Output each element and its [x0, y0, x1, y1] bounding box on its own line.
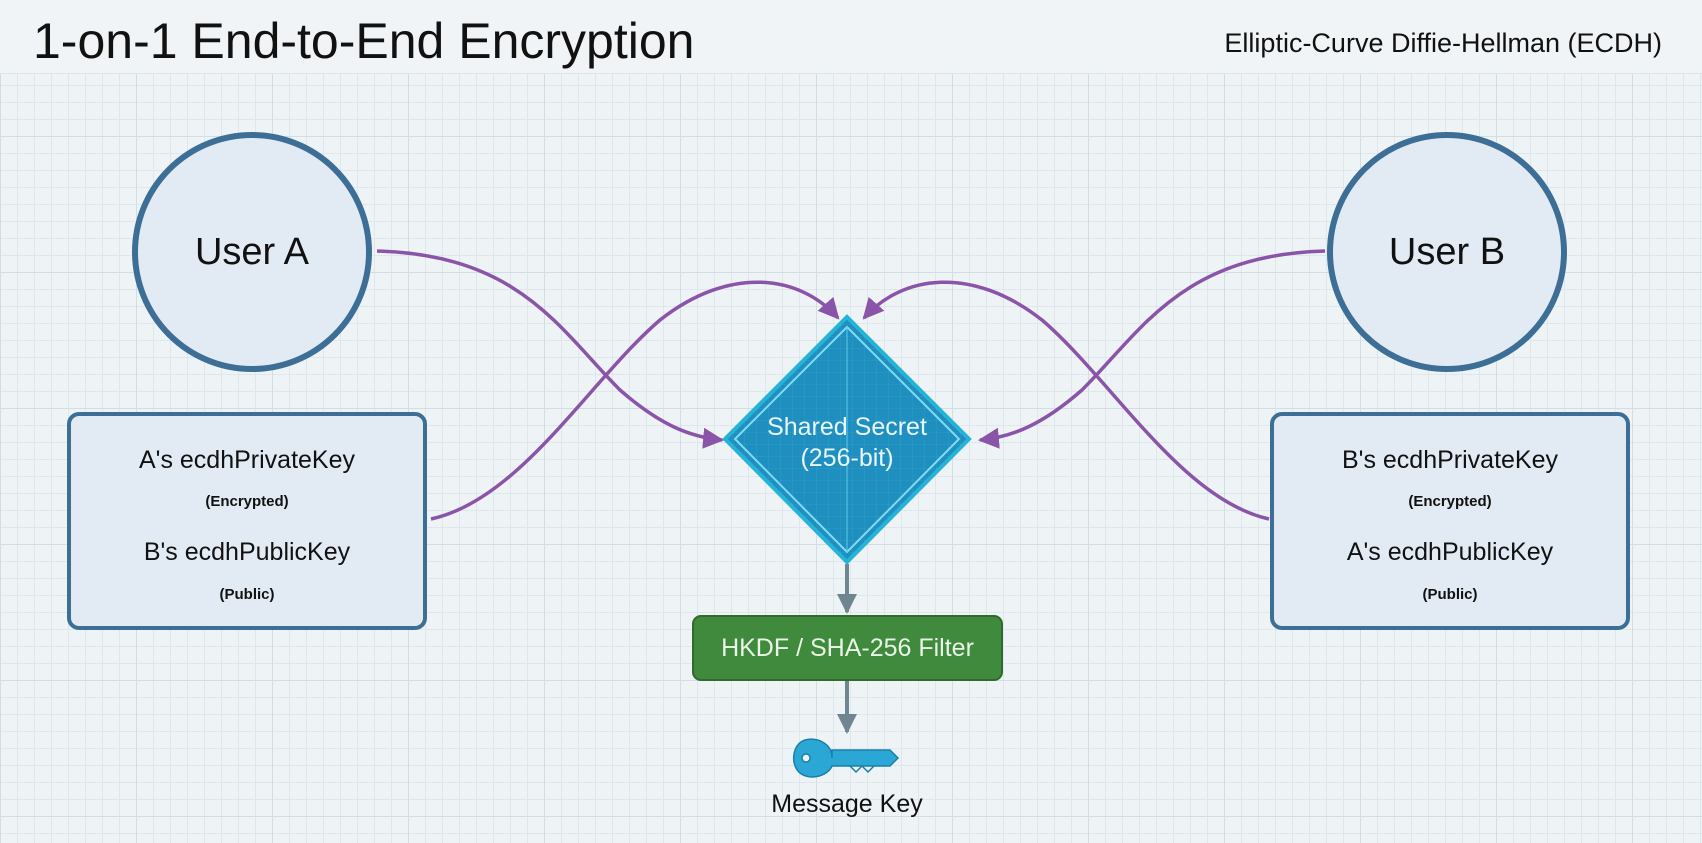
public-key-label: B's ecdhPublicKey: [143, 538, 351, 566]
user-b-label: User B: [1388, 230, 1506, 273]
public-key-note: (Public): [219, 586, 275, 603]
message-key-label: Message Key: [771, 790, 923, 818]
kdf-box: HKDF / SHA-256 Filter: [692, 615, 1003, 681]
shared-secret-diamond: [722, 314, 972, 565]
shared-secret-label: Shared Secret (256-bit): [747, 412, 947, 474]
shared-secret-title: Shared Secret: [767, 413, 927, 441]
private-key-note: (Encrypted): [205, 493, 289, 510]
user-b-node: User B: [1327, 132, 1567, 372]
header-band: 1-on-1 End-to-End Encryption Elliptic-Cu…: [0, 0, 1702, 74]
arrow-userb-to-secret: [977, 249, 1326, 449]
user-b-keys-box: B's ecdhPrivateKey (Encrypted) A's ecdhP…: [1270, 412, 1630, 630]
kdf-label: HKDF / SHA-256 Filter: [721, 633, 974, 662]
public-key-label: A's ecdhPublicKey: [1346, 538, 1554, 566]
shared-secret-size: (256-bit): [800, 444, 894, 472]
arrow-rightbox-to-secret: [862, 280, 1270, 521]
public-key-note: (Public): [1422, 586, 1478, 603]
arrow-usera-to-secret: [376, 249, 725, 449]
private-key-label: A's ecdhPrivateKey: [139, 446, 355, 474]
private-key-label: B's ecdhPrivateKey: [1342, 446, 1558, 474]
arrow-leftbox-to-secret: [430, 280, 840, 521]
private-key-note: (Encrypted): [1408, 493, 1492, 510]
user-a-label: User A: [194, 230, 310, 273]
page-title: 1-on-1 End-to-End Encryption: [33, 13, 695, 69]
user-a-keys-box: A's ecdhPrivateKey (Encrypted) B's ecdhP…: [67, 412, 427, 630]
user-a-node: User A: [132, 132, 372, 372]
page-subtitle: Elliptic-Curve Diffie-Hellman (ECDH): [1224, 28, 1662, 58]
key-icon: [793, 738, 900, 778]
